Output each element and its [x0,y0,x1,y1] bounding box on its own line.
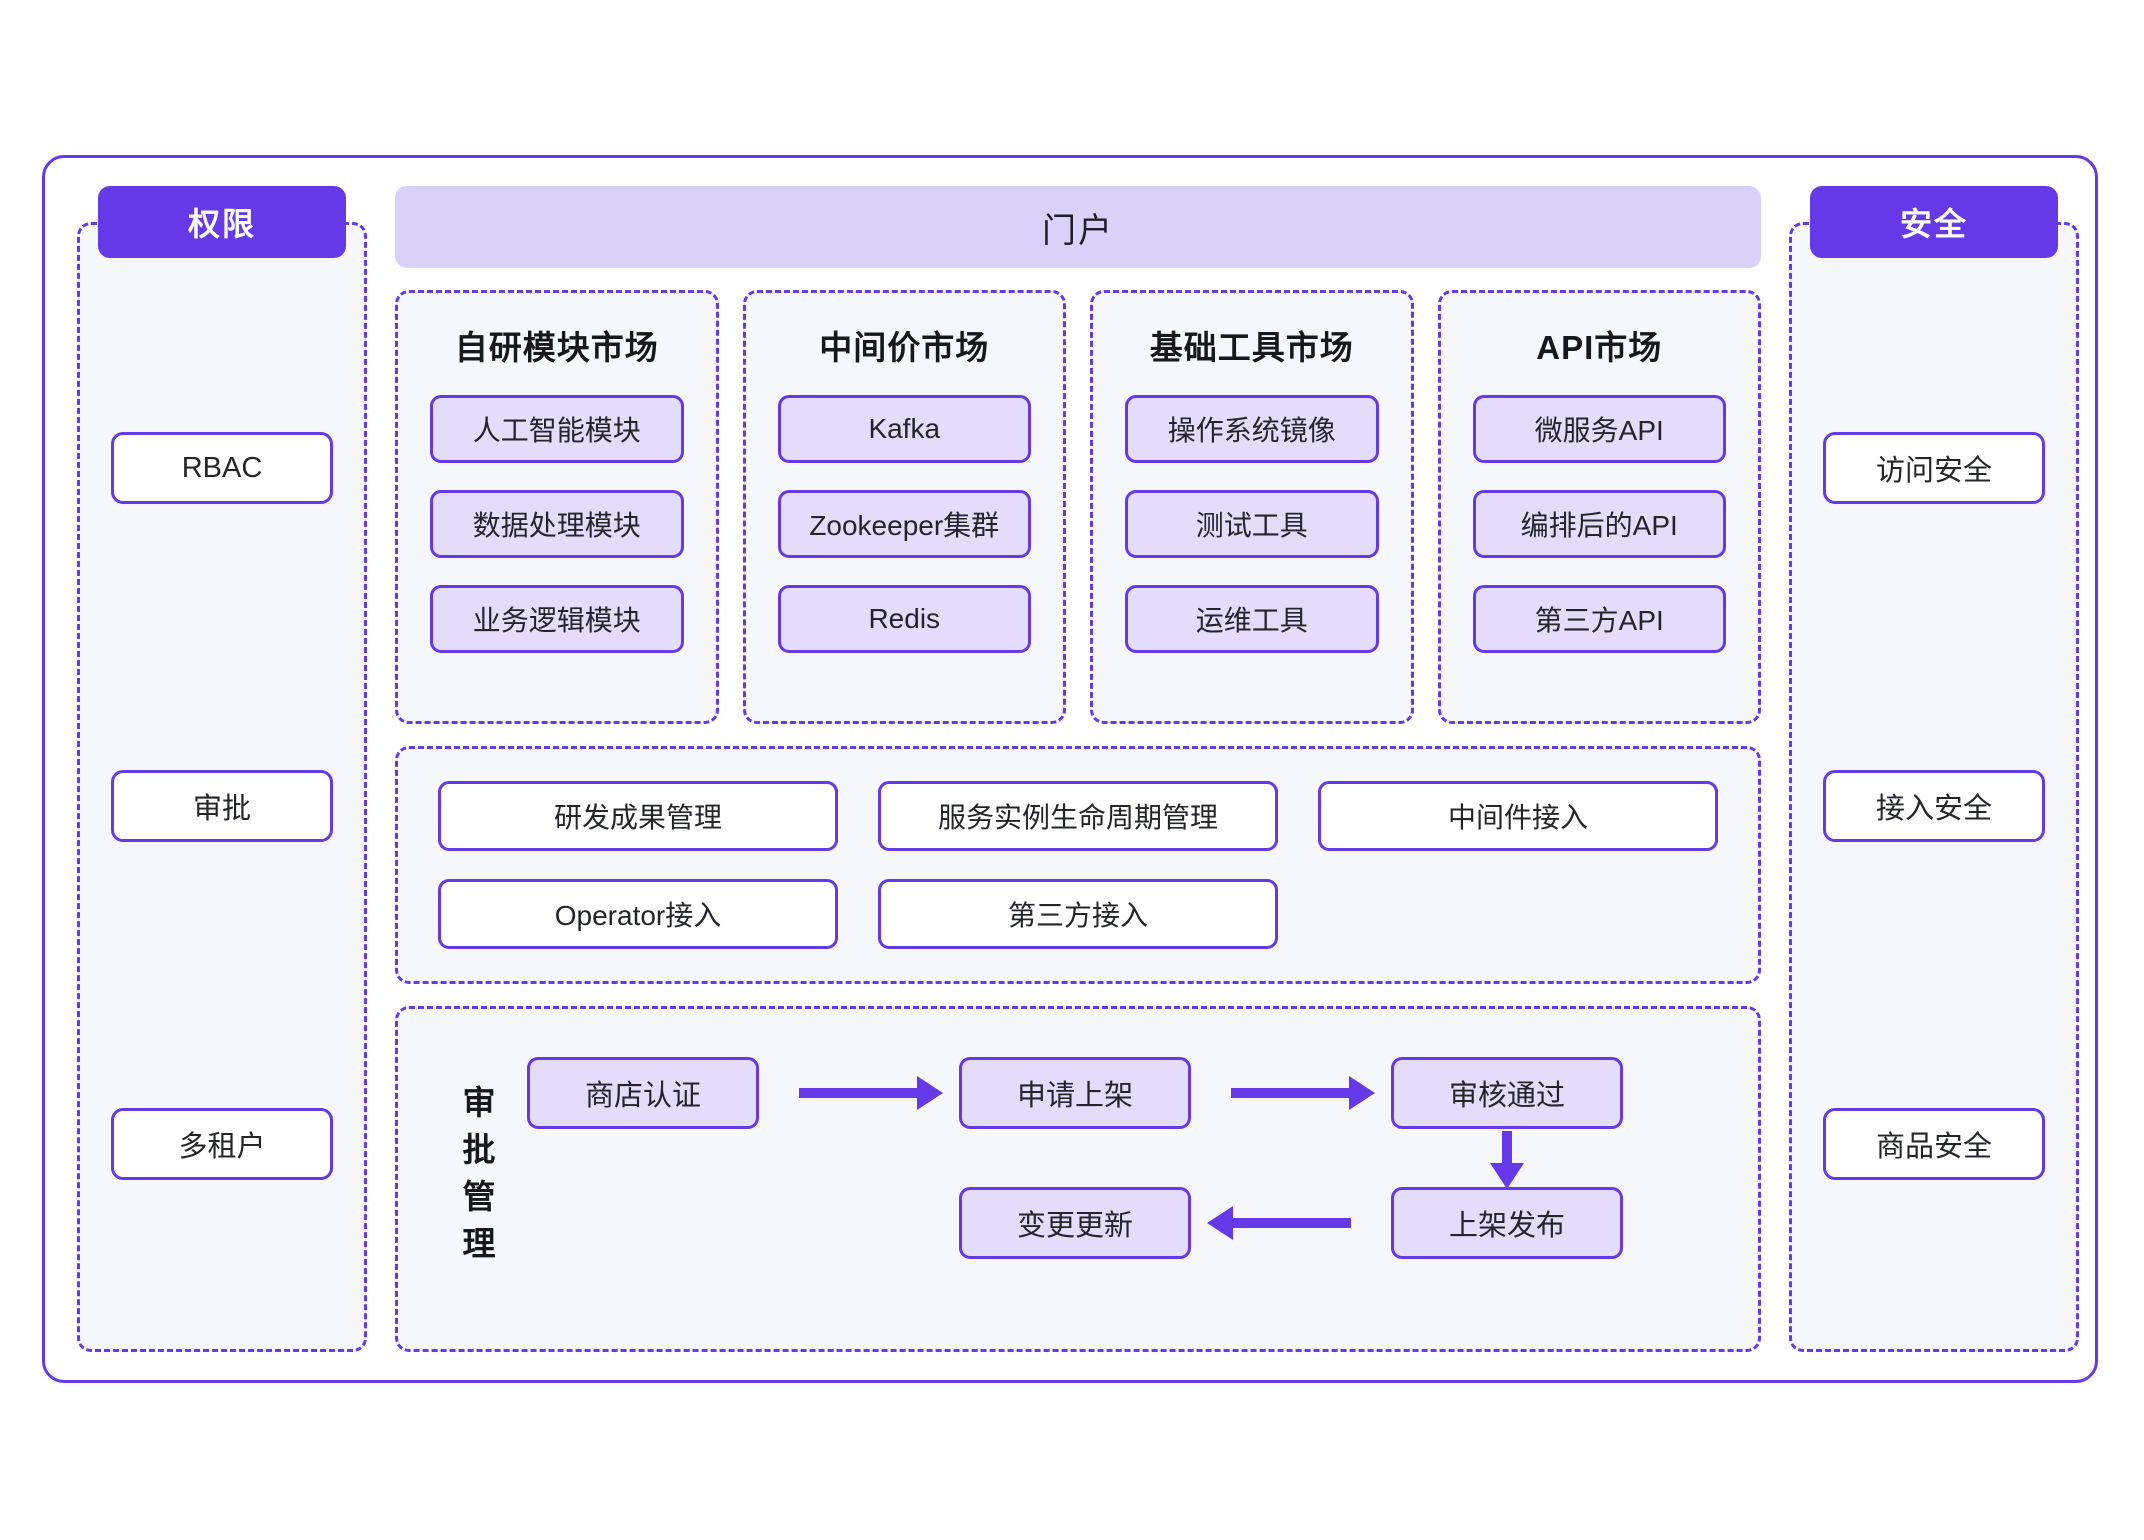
capability-row-1: 研发成果管理 服务实例生命周期管理 中间件接入 [438,781,1718,851]
market-item[interactable]: Kafka [777,395,1031,463]
architecture-diagram-frame: 权限 RBAC 审批 多租户 门户 自研模块市场 人工智能模块 数据处理模块 业… [42,155,2098,1383]
capability-item[interactable]: 服务实例生命周期管理 [878,781,1278,851]
flow-node-store-certification[interactable]: 商店认证 [527,1057,759,1129]
flow-node-change-update[interactable]: 变更更新 [959,1187,1191,1259]
flow-arrow-down-icon [1502,1131,1512,1167]
center-column: 门户 自研模块市场 人工智能模块 数据处理模块 业务逻辑模块 中间价市场 Kaf… [367,186,1789,1352]
flow-arrow-left-icon [1233,1218,1351,1228]
market-item[interactable]: Redis [777,585,1031,653]
market-item[interactable]: 运维工具 [1125,585,1379,653]
market-item[interactable]: 测试工具 [1125,490,1379,558]
market-item[interactable]: 编排后的API [1472,490,1726,558]
capability-item[interactable]: Operator接入 [438,879,838,949]
approval-section-label: 审批管理 [458,1085,495,1273]
market-title: 基础工具市场 [1149,329,1354,366]
security-item-product-security[interactable]: 商品安全 [1823,1108,2045,1180]
permission-item-approval[interactable]: 审批 [111,770,333,842]
market-item[interactable]: 微服务API [1472,395,1726,463]
capability-row-2: Operator接入 第三方接入 [438,879,1718,949]
capability-item[interactable]: 中间件接入 [1318,781,1718,851]
market-item[interactable]: 人工智能模块 [430,395,684,463]
flow-arrow-right-icon [1349,1076,1375,1110]
flow-node-apply-listing[interactable]: 申请上架 [959,1057,1191,1129]
market-self-developed-modules: 自研模块市场 人工智能模块 数据处理模块 业务逻辑模块 [395,290,719,724]
security-panel-badge: 安全 [1810,186,2058,258]
capability-section: 研发成果管理 服务实例生命周期管理 中间件接入 Operator接入 第三方接入 [395,746,1761,984]
flow-arrow-left-icon [1207,1206,1233,1240]
capability-item[interactable]: 研发成果管理 [438,781,838,851]
permission-item-rbac[interactable]: RBAC [111,432,333,504]
market-basic-tools: 基础工具市场 操作系统镜像 测试工具 运维工具 [1090,290,1414,724]
flow-node-publish-listing[interactable]: 上架发布 [1391,1187,1623,1259]
market-title: 中间价市场 [819,329,990,366]
permission-panel: 权限 RBAC 审批 多租户 [77,186,367,1352]
permission-panel-body: RBAC 审批 多租户 [77,222,367,1352]
approval-flow: 商店认证 申请上架 审核通过 上架发布 变更更新 [527,1039,1718,1319]
market-item[interactable]: 第三方API [1472,585,1726,653]
diagram-layout: 权限 RBAC 审批 多租户 门户 自研模块市场 人工智能模块 数据处理模块 业… [45,158,2095,1380]
flow-arrow-down-icon [1490,1163,1524,1189]
security-panel-body: 访问安全 接入安全 商品安全 [1789,222,2079,1352]
security-item-connection-security[interactable]: 接入安全 [1823,770,2045,842]
flow-node-review-passed[interactable]: 审核通过 [1391,1057,1623,1129]
market-title: API市场 [1536,329,1663,366]
market-item[interactable]: 业务逻辑模块 [430,585,684,653]
permission-item-multi-tenant[interactable]: 多租户 [111,1108,333,1180]
security-item-access-security[interactable]: 访问安全 [1823,432,2045,504]
flow-arrow-right-icon [799,1088,917,1098]
permission-panel-badge: 权限 [98,186,346,258]
market-item[interactable]: 操作系统镜像 [1125,395,1379,463]
market-title: 自研模块市场 [454,329,659,366]
capability-item[interactable]: 第三方接入 [878,879,1278,949]
market-item[interactable]: 数据处理模块 [430,490,684,558]
market-item[interactable]: Zookeeper集群 [777,490,1031,558]
security-panel: 安全 访问安全 接入安全 商品安全 [1789,186,2079,1352]
portal-header: 门户 [395,186,1761,268]
markets-row: 自研模块市场 人工智能模块 数据处理模块 业务逻辑模块 中间价市场 Kafka … [395,290,1761,724]
flow-arrow-right-icon [1231,1088,1349,1098]
market-api: API市场 微服务API 编排后的API 第三方API [1437,290,1761,724]
market-middleware: 中间价市场 Kafka Zookeeper集群 Redis [742,290,1066,724]
flow-arrow-right-icon [917,1076,943,1110]
approval-section: 审批管理 商店认证 申请上架 审核通过 上架发布 变更更新 [395,1006,1761,1352]
